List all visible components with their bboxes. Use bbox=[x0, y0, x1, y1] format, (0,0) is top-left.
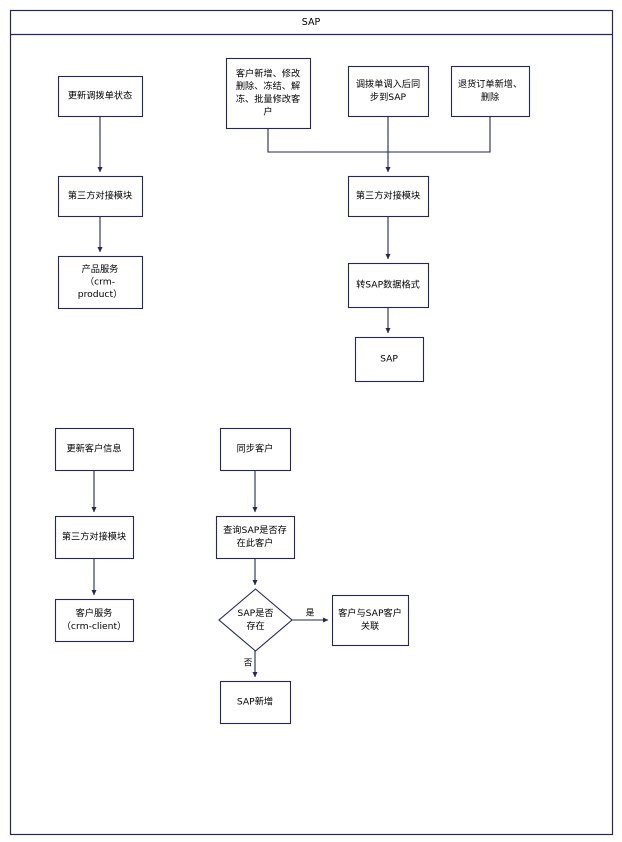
return-order-operations-shape bbox=[450, 65, 531, 118]
link-customer-with-sap-customer-label-line-1: 关联 bbox=[361, 620, 379, 632]
client-service-node-shape bbox=[54, 598, 135, 643]
sap-exists-decision-diamond-label-line-0: SAP是否 bbox=[237, 608, 273, 619]
product-service-node-shape bbox=[57, 255, 144, 310]
third-party-adapter-module-right-top-label-line-0: 第三方对接模块 bbox=[356, 190, 420, 202]
update-customer-info-label-line-0: 更新客户信息 bbox=[66, 443, 121, 455]
sync-customer-shape bbox=[219, 427, 292, 472]
third-party-adapter-module-left-bottom[interactable]: 第三方对接模块 bbox=[54, 515, 135, 560]
edge-customer-ops-to-merge bbox=[267, 128, 388, 153]
client-service-node[interactable]: 客户服务 （crm-client） bbox=[54, 598, 135, 643]
query-sap-customer-exists-label-line-0: 查询SAP是否存 bbox=[223, 524, 287, 536]
sap-exists-decision-diamond-shape bbox=[218, 588, 293, 652]
diagram-title: SAP bbox=[302, 17, 321, 28]
third-party-adapter-module-left-top-label-line-0: 第三方对接模块 bbox=[68, 190, 132, 202]
third-party-adapter-module-left-bottom-shape bbox=[54, 515, 135, 560]
product-service-node-label-line-1: （crm- bbox=[85, 277, 115, 288]
sync-customer-label-line-0: 同步客户 bbox=[237, 443, 274, 455]
link-customer-with-sap-customer-shape bbox=[331, 594, 410, 647]
client-service-node-label-line-1: （crm-client） bbox=[62, 621, 127, 632]
transfer-order-sync-to-sap-label-line-0: 调拨单调入后同 bbox=[356, 78, 420, 90]
sap-system-node[interactable]: SAP bbox=[354, 336, 425, 383]
customer-operations-label-line-1: 删除、冻结、解 bbox=[236, 80, 300, 92]
query-sap-customer-exists-shape bbox=[215, 515, 296, 560]
transfer-order-sync-to-sap-label-line-1: 步到SAP bbox=[370, 91, 407, 103]
product-service-node[interactable]: 产品服务 （crm-product） bbox=[57, 255, 144, 310]
sap-create-customer[interactable]: SAP新增 bbox=[219, 680, 292, 725]
diagram-outer-frame bbox=[9, 9, 614, 836]
link-customer-with-sap-customer-label-line-0: 客户与SAP客户 bbox=[338, 607, 402, 619]
third-party-adapter-module-right-top-shape bbox=[347, 175, 430, 218]
sap-system-node-shape bbox=[354, 336, 425, 383]
product-service-node-label-line-0: 产品服务 bbox=[82, 263, 119, 275]
update-transfer-order-status[interactable]: 更新调拨单状态 bbox=[57, 75, 144, 118]
update-transfer-order-status-shape bbox=[57, 75, 144, 118]
sap-create-customer-label-line-0: SAP新增 bbox=[237, 696, 273, 708]
edge-decision-no-to-sap-create-label: 否 bbox=[244, 658, 253, 669]
sap-container: SAP bbox=[9, 9, 614, 836]
third-party-adapter-module-right-top[interactable]: 第三方对接模块 bbox=[347, 175, 430, 218]
transfer-order-sync-to-sap-shape bbox=[347, 65, 430, 118]
third-party-adapter-module-left-bottom-label-line-0: 第三方对接模块 bbox=[62, 531, 126, 543]
update-customer-info[interactable]: 更新客户信息 bbox=[54, 427, 135, 472]
query-sap-customer-exists-label-line-1: 在此客户 bbox=[237, 537, 274, 549]
sap-system-node-label-line-0: SAP bbox=[380, 354, 398, 365]
update-customer-info-shape bbox=[54, 427, 135, 472]
third-party-adapter-module-left-top[interactable]: 第三方对接模块 bbox=[57, 175, 144, 218]
nodes-layer: 更新调拨单状态客户新增、修改删除、冻结、解冻、批量修改客户调拨单调入后同步到SA… bbox=[54, 57, 531, 725]
convert-to-sap-data-format-label-line-0: 转SAP数据格式 bbox=[356, 279, 420, 291]
customer-operations-label-line-0: 客户新增、修改 bbox=[236, 68, 300, 80]
convert-to-sap-data-format[interactable]: 转SAP数据格式 bbox=[347, 262, 430, 309]
customer-operations-label-line-3: 户 bbox=[263, 105, 272, 117]
customer-operations-label-line-2: 冻、批量修改客 bbox=[236, 93, 300, 105]
edges-layer: 是否 bbox=[91, 116, 491, 678]
return-order-operations[interactable]: 退货订单新增、删除 bbox=[450, 65, 531, 118]
customer-operations-shape bbox=[225, 57, 312, 130]
convert-to-sap-data-format-shape bbox=[347, 262, 430, 309]
update-transfer-order-status-label-line-0: 更新调拨单状态 bbox=[68, 90, 132, 102]
edge-decision-yes-to-link-label: 是 bbox=[306, 608, 315, 619]
product-service-node-label-line-2: product） bbox=[78, 289, 123, 300]
edge-return-order-to-merge bbox=[388, 116, 491, 153]
sync-customer[interactable]: 同步客户 bbox=[219, 427, 292, 472]
sap-create-customer-shape bbox=[219, 680, 292, 725]
third-party-adapter-module-left-top-shape bbox=[57, 175, 144, 218]
return-order-operations-label-line-0: 退货订单新增、 bbox=[458, 78, 522, 90]
client-service-node-label-line-0: 客户服务 bbox=[76, 607, 113, 619]
sap-exists-decision-diamond-label-line-1: 存在 bbox=[246, 620, 264, 632]
return-order-operations-label-line-1: 删除 bbox=[481, 91, 499, 103]
